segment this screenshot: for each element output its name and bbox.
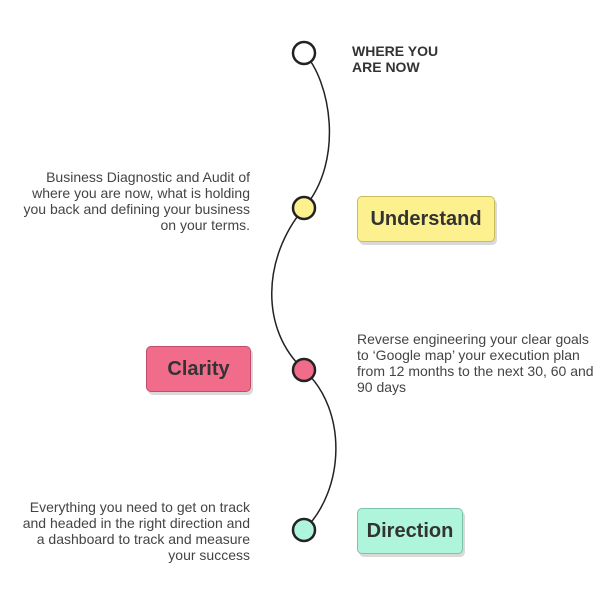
understand-description: Business Diagnostic and Audit of where y… [23,169,250,233]
where-you-are-now-heading: WHERE YOU ARE NOW [352,43,439,75]
understand-label: Understand [357,196,495,242]
node-direction [291,517,317,543]
direction-description: Everything you need to get on track and … [22,499,250,563]
node-clarity [291,357,317,383]
direction-label: Direction [357,508,463,554]
clarity-label: Clarity [146,346,251,392]
node-understand [291,195,317,221]
node-start [291,40,317,66]
clarity-description: Reverse engineering your clear goals to … [357,331,594,395]
roadmap-path [271,52,337,531]
